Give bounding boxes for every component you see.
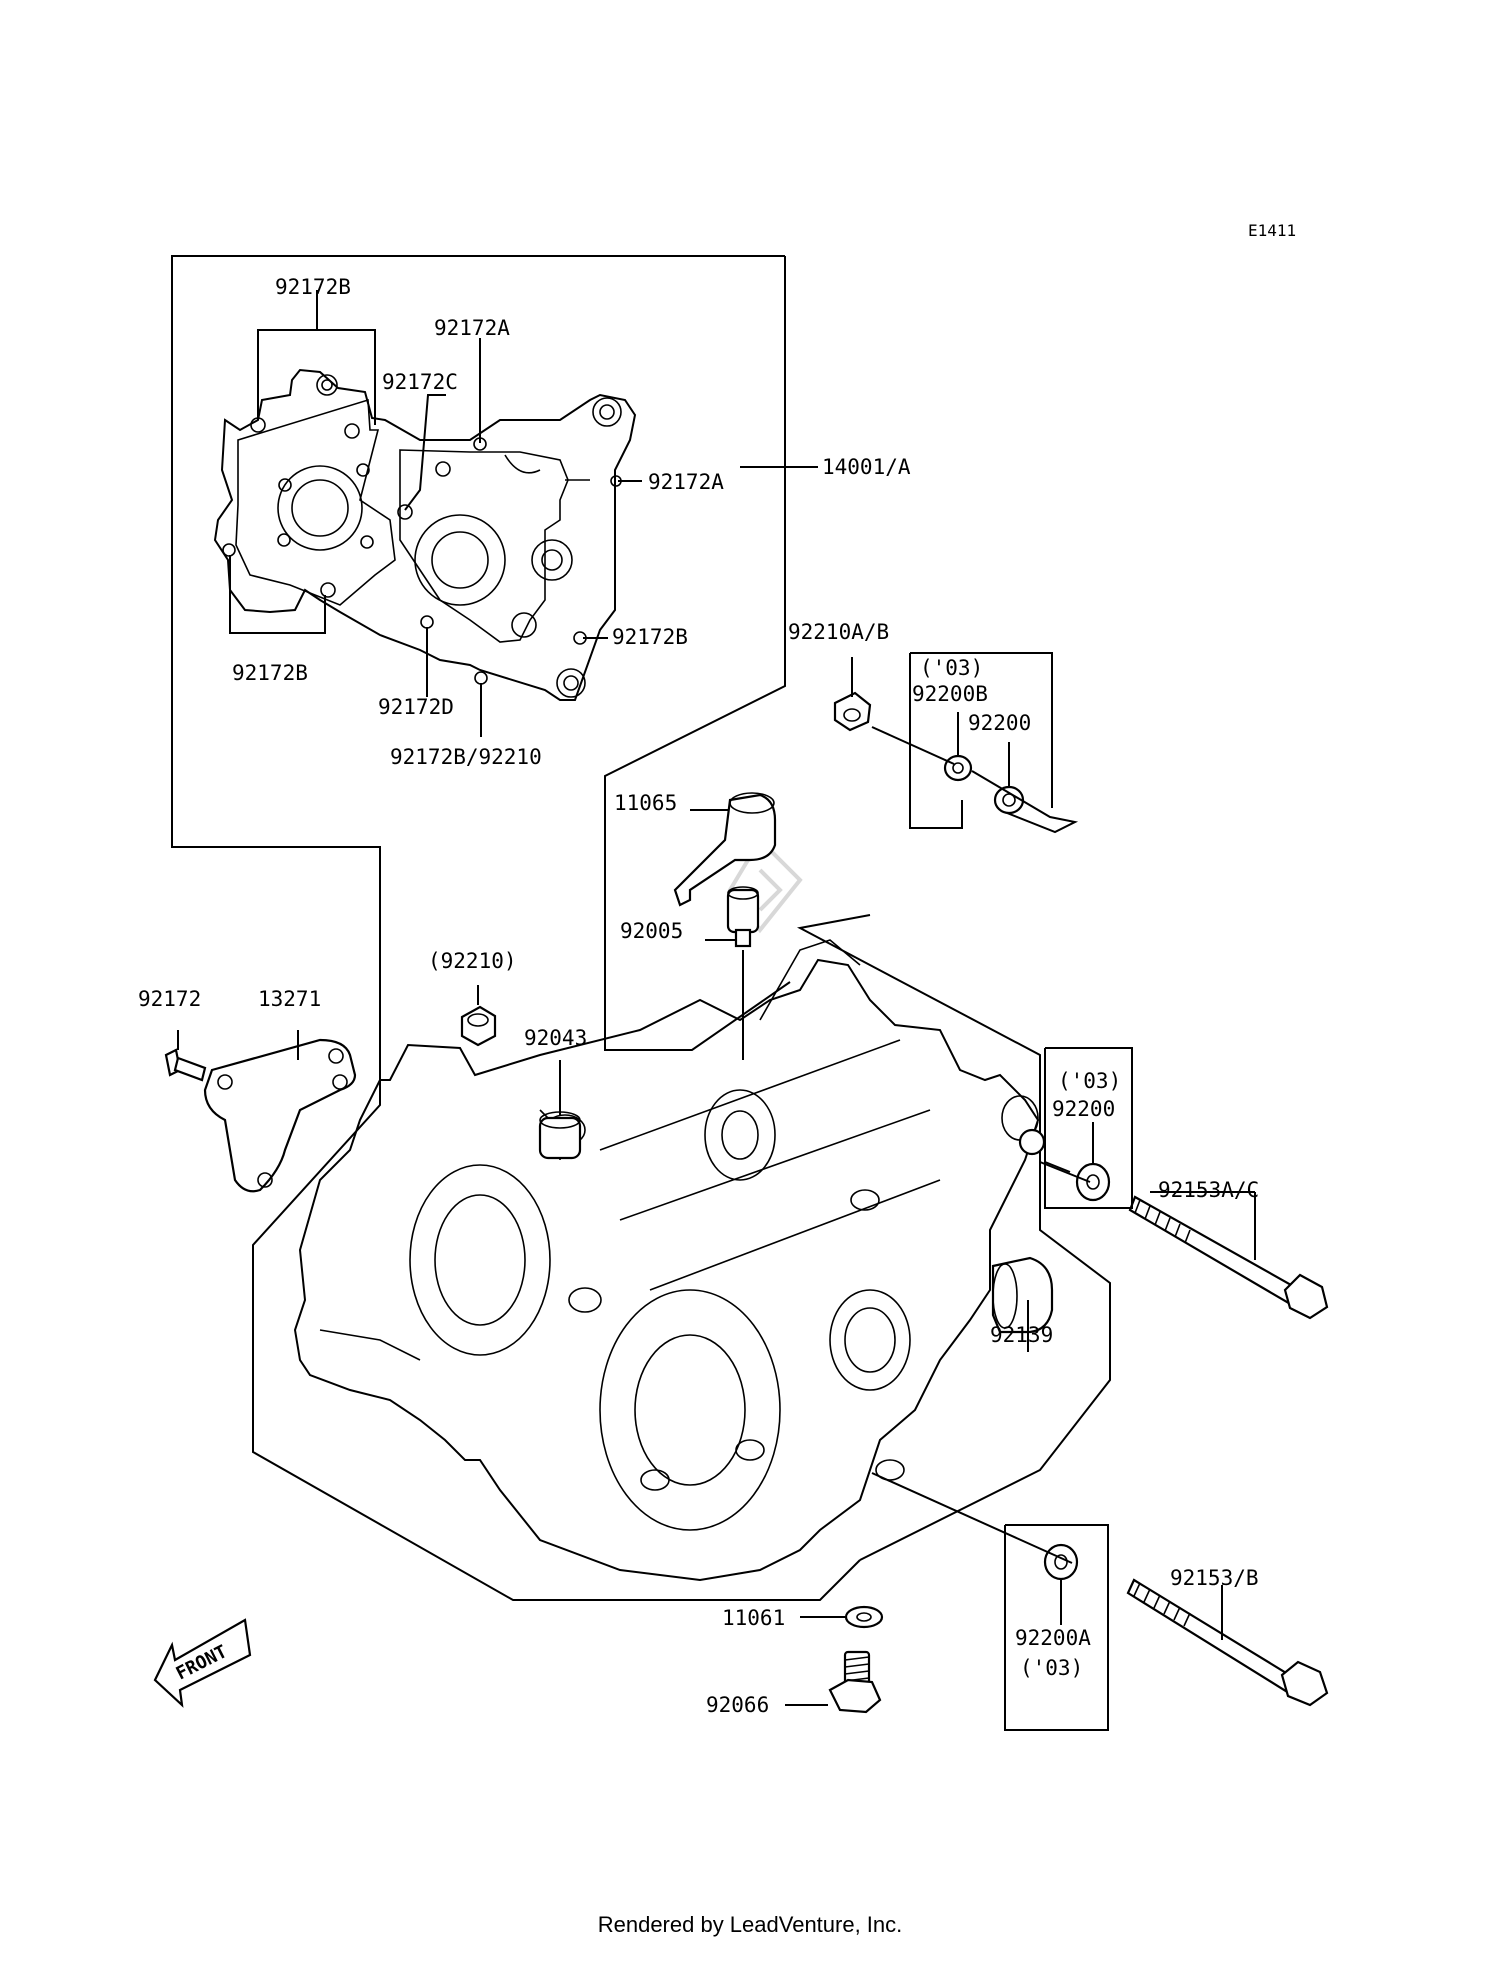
washer-92200b: [943, 754, 973, 782]
diagram-code: E1411: [1248, 221, 1296, 240]
label-13271: 13271: [258, 987, 321, 1011]
label-92139: 92139: [990, 1323, 1053, 1347]
label-92043: 92043: [524, 1026, 587, 1050]
label-92172B-92210: 92172B/92210: [390, 745, 542, 769]
bolt-92153ac: [1128, 1195, 1329, 1320]
dowel-92043: [538, 1111, 582, 1160]
breather-pipe-11065: [673, 792, 777, 907]
label-92172B-right: 92172B: [612, 625, 688, 649]
bolt-92172: [164, 1048, 207, 1082]
label-92200A: 92200A: [1015, 1626, 1091, 1650]
label-92172B-top: 92172B: [275, 275, 351, 299]
label-92153B: 92153/B: [1170, 1566, 1259, 1590]
part-labels: E1411 92172B 92172A 92172C 14001/A 92172…: [138, 221, 1296, 1717]
label-92153AC: 92153A/C: [1158, 1178, 1259, 1202]
label-92200-middle: 92200: [1052, 1097, 1115, 1121]
label-11061: 11061: [722, 1606, 785, 1630]
plate-13271: [203, 1038, 357, 1193]
dowel-pin-92005: [726, 886, 760, 948]
label-92200B: 92200B: [912, 682, 988, 706]
label-92172A-right: 92172A: [648, 470, 724, 494]
front-direction-arrow: FRONT: [153, 1618, 252, 1708]
label-92066: 92066: [706, 1693, 769, 1717]
label-03-middle: ('03): [1058, 1069, 1121, 1093]
label-14001A: 14001/A: [822, 455, 911, 479]
label-03-upper: ('03): [920, 656, 983, 680]
footer-credit: Rendered by LeadVenture, Inc.: [597, 1912, 903, 1937]
crankcase-gasket: [213, 368, 637, 701]
crankcase-body: [293, 939, 1046, 1582]
label-92005: 92005: [620, 919, 683, 943]
label-03-lower: ('03): [1020, 1656, 1083, 1680]
bolt-92153b: [1126, 1578, 1329, 1707]
label-92172C: 92172C: [382, 370, 458, 394]
nut-92210ab: [833, 691, 872, 732]
label-11065: 11065: [614, 791, 677, 815]
watermark-logo: [727, 836, 803, 934]
washer-92200-upper: [993, 785, 1025, 815]
label-92172: 92172: [138, 987, 201, 1011]
label-92172D: 92172D: [378, 695, 454, 719]
washer-11061: [844, 1605, 884, 1629]
bolt-92066: [828, 1650, 882, 1714]
label-92172B-bottom: 92172B: [232, 661, 308, 685]
washer-92200-mid: [1075, 1162, 1111, 1202]
label-92210-optional: (92210): [428, 949, 517, 973]
label-92200-upper: 92200: [968, 711, 1031, 735]
label-92210AB: 92210A/B: [788, 620, 889, 644]
leader-lines: [177, 290, 1256, 1731]
nut-92210-optional: [460, 1005, 497, 1047]
label-92172A-top: 92172A: [434, 316, 510, 340]
bushing-92139: [991, 1256, 1054, 1334]
